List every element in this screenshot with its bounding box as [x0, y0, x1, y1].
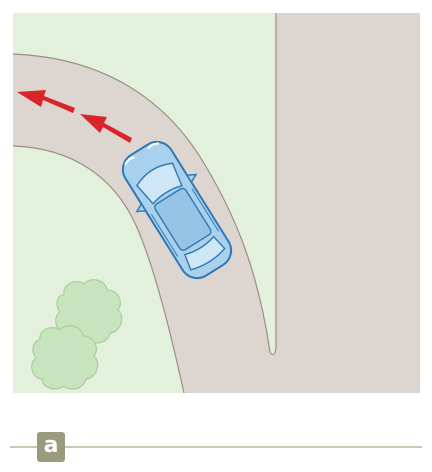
panel-label: a: [37, 432, 65, 462]
road-surface: [13, 13, 420, 393]
bush-icon: [31, 279, 123, 390]
panel-divider: [10, 446, 422, 448]
car-icon: [121, 140, 233, 280]
road-edge-outer: [12, 13, 277, 356]
direction-arrow-icon: [17, 90, 132, 143]
road-edge-inner: [12, 145, 185, 394]
